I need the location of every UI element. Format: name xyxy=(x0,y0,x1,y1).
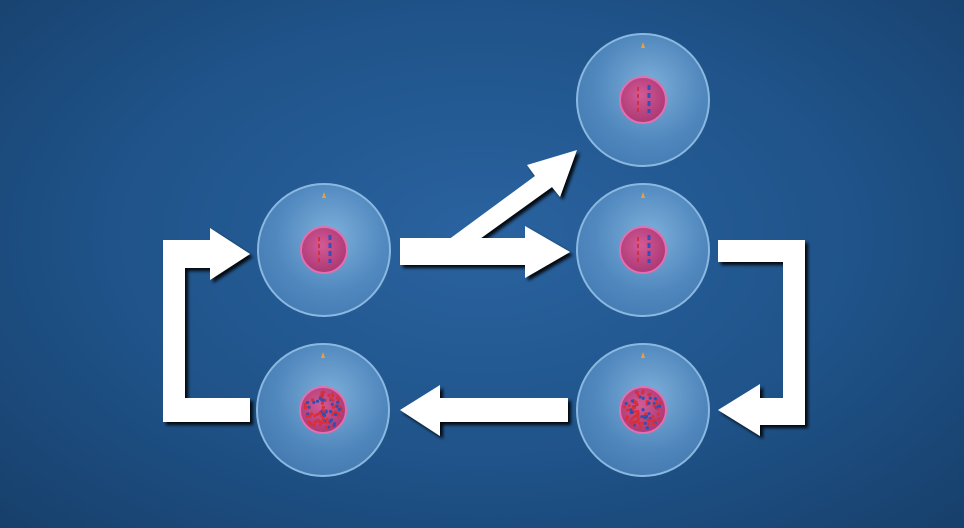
centrosome-icon xyxy=(641,42,645,48)
cell-right-bottom xyxy=(576,343,710,477)
arrow-diagonal xyxy=(448,150,577,246)
chromatin xyxy=(303,390,343,429)
arrow-bottom xyxy=(400,385,568,436)
arrow-loop-right xyxy=(718,240,805,436)
centrosome-icon xyxy=(321,352,325,358)
chromatin xyxy=(622,389,663,430)
centrosome-icon xyxy=(641,352,645,358)
cell-right-middle xyxy=(576,183,710,317)
nucleus xyxy=(619,226,667,274)
centrosome-icon xyxy=(641,192,645,198)
cell-left-bottom xyxy=(256,343,390,477)
arrow-loop-left xyxy=(163,228,250,422)
centrosome-icon xyxy=(322,192,326,198)
arrow-middle xyxy=(400,226,570,278)
cell-right-top xyxy=(576,33,710,167)
nucleus xyxy=(300,226,348,274)
cell-left-top xyxy=(257,183,391,317)
nucleus xyxy=(619,76,667,124)
